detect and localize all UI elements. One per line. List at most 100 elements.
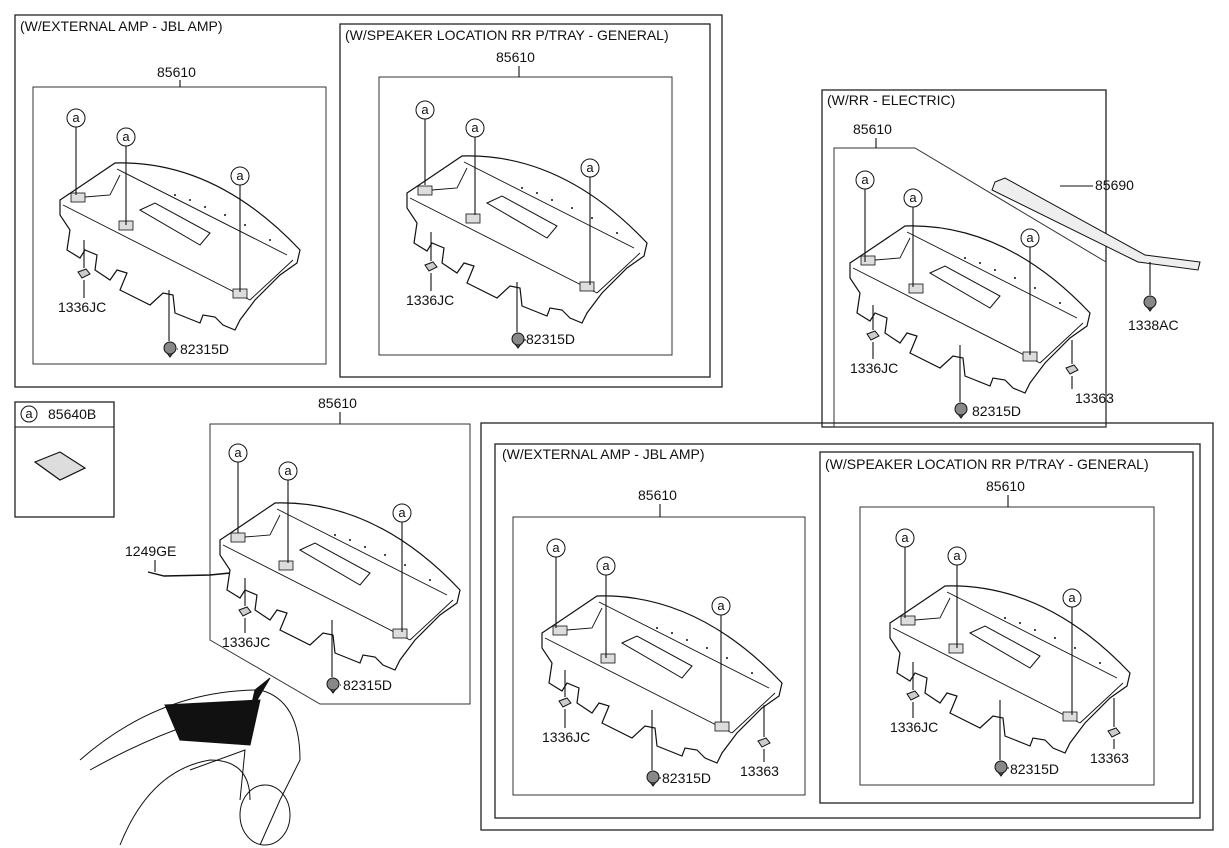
callout-letter: a: [72, 110, 80, 125]
callout-letter: a: [861, 172, 869, 187]
callout-a: a: [855, 170, 875, 262]
callout-letter: a: [421, 102, 429, 117]
part-label-tray[interactable]: 85610: [496, 49, 535, 65]
callout-a: a: [580, 158, 600, 285]
tray-frame: [512, 516, 806, 796]
clip-part: 13363: [1090, 698, 1129, 766]
part-label-tray[interactable]: 85610: [318, 395, 357, 411]
callout-letter: a: [586, 160, 594, 175]
callout-letter: a: [236, 168, 244, 183]
part-label[interactable]: 82315D: [526, 331, 575, 347]
part-label-tray[interactable]: 85610: [853, 121, 892, 137]
tray-frame: [378, 76, 673, 356]
clip-part: 1336JC: [890, 662, 938, 735]
legend-letter: a: [25, 406, 33, 421]
part-label[interactable]: 13363: [740, 763, 779, 779]
legend-box: a 85640B: [14, 401, 115, 518]
part-label-tray[interactable]: 85610: [157, 64, 196, 80]
clip-icon: [424, 261, 438, 272]
group-title: (W/EXTERNAL AMP - JBL AMP): [20, 18, 223, 34]
clip-part: 13363: [1065, 340, 1114, 406]
part-label[interactable]: 1336JC: [406, 292, 454, 308]
part-label-screw[interactable]: 1249GE: [125, 543, 176, 559]
legend-part[interactable]: 85640B: [48, 406, 96, 422]
callout-a: a: [228, 443, 248, 533]
part-label-nut[interactable]: 1338AC: [1128, 317, 1179, 333]
group-title: (W/SPEAKER LOCATION RR P/TRAY - GENERAL): [825, 456, 1149, 472]
push-fastener-part: 82315D: [511, 282, 575, 349]
part-label[interactable]: 1336JC: [58, 299, 106, 315]
callout-letter: a: [901, 530, 909, 545]
push-icon: [646, 770, 660, 787]
callout-a: a: [895, 528, 915, 618]
clip-part: 1336JC: [542, 670, 590, 745]
part-label[interactable]: 1336JC: [222, 634, 270, 650]
callout-letter: a: [122, 129, 130, 144]
push-icon: [511, 332, 525, 349]
part-label[interactable]: 1336JC: [542, 729, 590, 745]
tray-frame: [209, 423, 471, 705]
push-fastener-part: 82315D: [994, 700, 1059, 777]
callout-letter: a: [471, 120, 479, 135]
callout-a: a: [947, 546, 967, 648]
callout-letter: a: [234, 445, 242, 460]
clip-icon: [757, 737, 771, 748]
push-fastener-part: 82315D: [646, 710, 711, 787]
part-label[interactable]: 82315D: [1010, 761, 1059, 777]
part-label[interactable]: 1336JC: [850, 360, 898, 376]
callout-letter: a: [602, 558, 610, 573]
clip-icon: [238, 606, 252, 617]
group-title: (W/SPEAKER LOCATION RR P/TRAY - GENERAL): [345, 27, 669, 43]
callout-a: a: [546, 538, 566, 628]
car-sketch: [79, 677, 301, 846]
callout-letter: a: [909, 190, 917, 205]
group-box-top-left: [14, 14, 723, 388]
clip-icon: [558, 697, 572, 708]
clip-part: 1336JC: [58, 240, 106, 315]
part-label-tray[interactable]: 85610: [638, 487, 677, 503]
group-box-bottom-jbl: [494, 443, 1201, 819]
callout-a: a: [1020, 228, 1040, 355]
clip-part: 1336JC: [222, 578, 270, 650]
callout-a: a: [415, 100, 435, 185]
callout-letter: a: [552, 540, 560, 555]
part-label[interactable]: 82315D: [343, 677, 392, 693]
group-title: (W/EXTERNAL AMP - JBL AMP): [502, 446, 705, 462]
callout-a: a: [278, 461, 298, 563]
callout-letter: a: [398, 505, 406, 520]
push-icon: [326, 677, 340, 694]
part-label[interactable]: 13363: [1075, 390, 1114, 406]
callout-a: a: [596, 556, 616, 658]
callout-a: a: [116, 127, 136, 225]
part-label[interactable]: 13363: [1090, 750, 1129, 766]
callout-a: a: [903, 188, 923, 287]
callout-letter: a: [1068, 590, 1076, 605]
part-label[interactable]: 82315D: [662, 770, 711, 786]
push-icon: [163, 341, 177, 358]
part-label-curtain[interactable]: 85690: [1095, 177, 1134, 193]
callout-a: a: [711, 596, 731, 722]
clip-part: 13363: [740, 705, 779, 779]
curtain-assembly: [991, 177, 1201, 271]
group-box-bottom-general: [819, 451, 1194, 804]
clip-icon: [1065, 364, 1079, 375]
part-label[interactable]: 82315D: [972, 403, 1021, 419]
callout-letter: a: [953, 548, 961, 563]
tray-frame: [859, 506, 1155, 786]
push-fastener-part: 82315D: [163, 290, 229, 358]
clip-icon: [906, 690, 920, 701]
clip-part: 1336JC: [850, 305, 898, 376]
push-icon: [954, 402, 968, 419]
part-label-tray[interactable]: 85610: [986, 478, 1025, 494]
callout-a: a: [1062, 588, 1082, 715]
push-fastener-part: 82315D: [954, 345, 1021, 419]
screw-icon: [147, 571, 231, 577]
part-label[interactable]: 82315D: [180, 341, 229, 357]
callout-a: a: [465, 118, 485, 215]
push-icon: [994, 760, 1008, 777]
callout-a: a: [230, 166, 250, 292]
callout-a: a: [392, 503, 412, 632]
clip-icon: [1107, 727, 1121, 738]
part-label[interactable]: 1336JC: [890, 719, 938, 735]
